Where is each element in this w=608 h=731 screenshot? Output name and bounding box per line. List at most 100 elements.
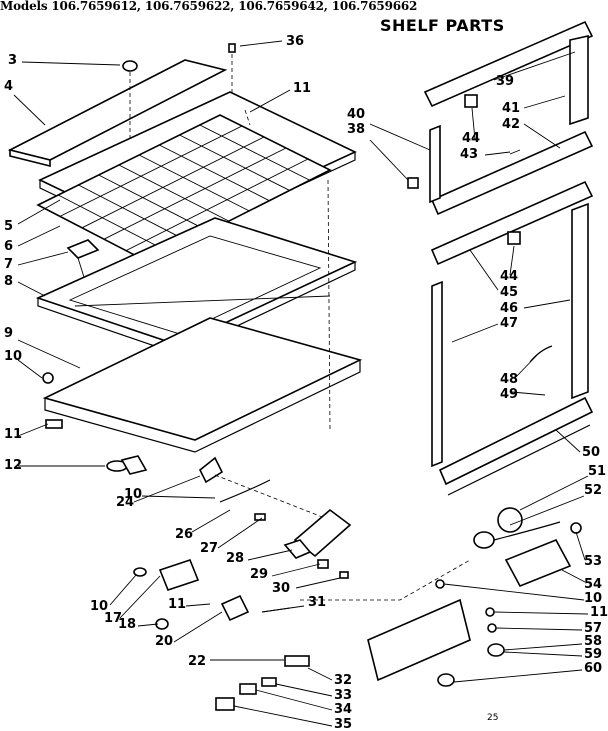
leader-line	[561, 569, 586, 583]
leader-line	[17, 281, 46, 297]
ref-number: 33	[334, 688, 352, 703]
leader-line	[493, 51, 576, 81]
ref-number: 50	[582, 445, 600, 460]
leader-line	[271, 563, 321, 577]
leader-line	[523, 299, 571, 309]
ref-number: 3	[8, 53, 17, 68]
leader-line	[233, 705, 333, 727]
leader-line	[523, 95, 566, 109]
leader-line	[503, 643, 583, 651]
leader-line	[519, 475, 589, 511]
part-wire-shelf	[36, 114, 332, 263]
ref-number: 11	[293, 81, 311, 96]
part-control-knobs	[317, 559, 349, 579]
ref-number: 10	[124, 487, 142, 502]
leader-line	[133, 475, 201, 503]
ref-number: 31	[308, 595, 326, 610]
leader-line	[17, 199, 61, 225]
ref-number: 10	[584, 591, 602, 606]
leader-line	[21, 61, 121, 66]
part-wire-harness	[219, 479, 271, 521]
ref-number: 10	[4, 349, 22, 364]
ref-number: 44	[462, 131, 480, 146]
models-header: Models 106.7659612, 106.7659622, 106.765…	[0, 0, 418, 13]
leader-line	[453, 669, 583, 683]
ref-number: 12	[4, 458, 22, 473]
leader-line	[509, 245, 515, 276]
leader-line	[185, 603, 211, 607]
leader-line	[275, 683, 333, 697]
leader-line	[369, 139, 409, 181]
leader-line	[17, 359, 43, 379]
leader-line	[217, 517, 263, 549]
ref-number: 48	[500, 372, 518, 387]
part-shelf-clip-upper	[407, 94, 521, 245]
ref-number: 24	[116, 495, 134, 510]
leader-line	[307, 667, 333, 681]
leader-line	[509, 495, 585, 526]
ref-number: 35	[334, 717, 352, 731]
part-light-socket	[198, 456, 331, 521]
part-upper-gasket	[423, 20, 594, 216]
ref-number: 59	[584, 647, 602, 662]
ref-number: 54	[584, 577, 602, 592]
leader-line	[17, 225, 61, 247]
ref-number: 52	[584, 483, 602, 498]
ref-number: 29	[250, 567, 268, 582]
leader-line	[493, 611, 589, 615]
leader-line	[369, 123, 431, 151]
ref-number: 30	[272, 581, 290, 596]
ref-number: 34	[334, 702, 352, 717]
leader-line	[13, 94, 46, 126]
ref-number: 18	[118, 617, 136, 632]
leader-line	[471, 107, 476, 141]
ref-number: 9	[4, 326, 13, 341]
part-clip-small	[45, 419, 63, 429]
leader-line	[503, 651, 583, 657]
leader-line	[451, 323, 499, 343]
leader-line	[141, 495, 216, 499]
part-switch	[133, 559, 200, 591]
leader-line	[511, 391, 546, 396]
leader-line	[295, 577, 341, 589]
ref-number: 36	[286, 34, 304, 49]
leader-line	[17, 423, 49, 437]
page-mark: 25	[487, 713, 499, 723]
leader-line	[575, 531, 586, 561]
ref-number: 11	[168, 597, 186, 612]
part-crisper-cover	[42, 317, 363, 453]
ref-number: 53	[584, 554, 602, 569]
ref-number: 47	[500, 316, 518, 331]
part-switch-assembly	[155, 594, 291, 630]
leader-line	[191, 509, 231, 533]
ref-number: 49	[500, 387, 518, 402]
ref-number: 11	[590, 605, 608, 620]
leader-line	[261, 605, 305, 613]
ref-number: 7	[4, 257, 13, 272]
ref-number: 46	[500, 301, 518, 316]
leader-lines	[13, 40, 589, 727]
part-control-panel	[300, 559, 471, 682]
leader-line	[555, 429, 581, 453]
ref-number: 43	[460, 147, 478, 162]
leader-line	[484, 151, 511, 156]
ref-number: 5	[4, 219, 13, 234]
leader-line	[109, 574, 137, 606]
leader-line	[119, 575, 161, 619]
leader-line	[443, 583, 585, 601]
ref-number: 6	[4, 239, 13, 254]
leader-line	[469, 249, 499, 291]
ref-number: 4	[4, 79, 13, 94]
ref-number: 27	[200, 541, 218, 556]
ref-number: 17	[104, 611, 122, 626]
leader-line	[495, 627, 583, 631]
part-thermostat-housing	[283, 508, 352, 559]
ref-number: 51	[588, 464, 606, 479]
leader-line	[247, 549, 293, 561]
ref-number: 8	[4, 274, 13, 289]
part-bracket	[106, 455, 148, 475]
part-lower-gasket	[430, 180, 594, 496]
